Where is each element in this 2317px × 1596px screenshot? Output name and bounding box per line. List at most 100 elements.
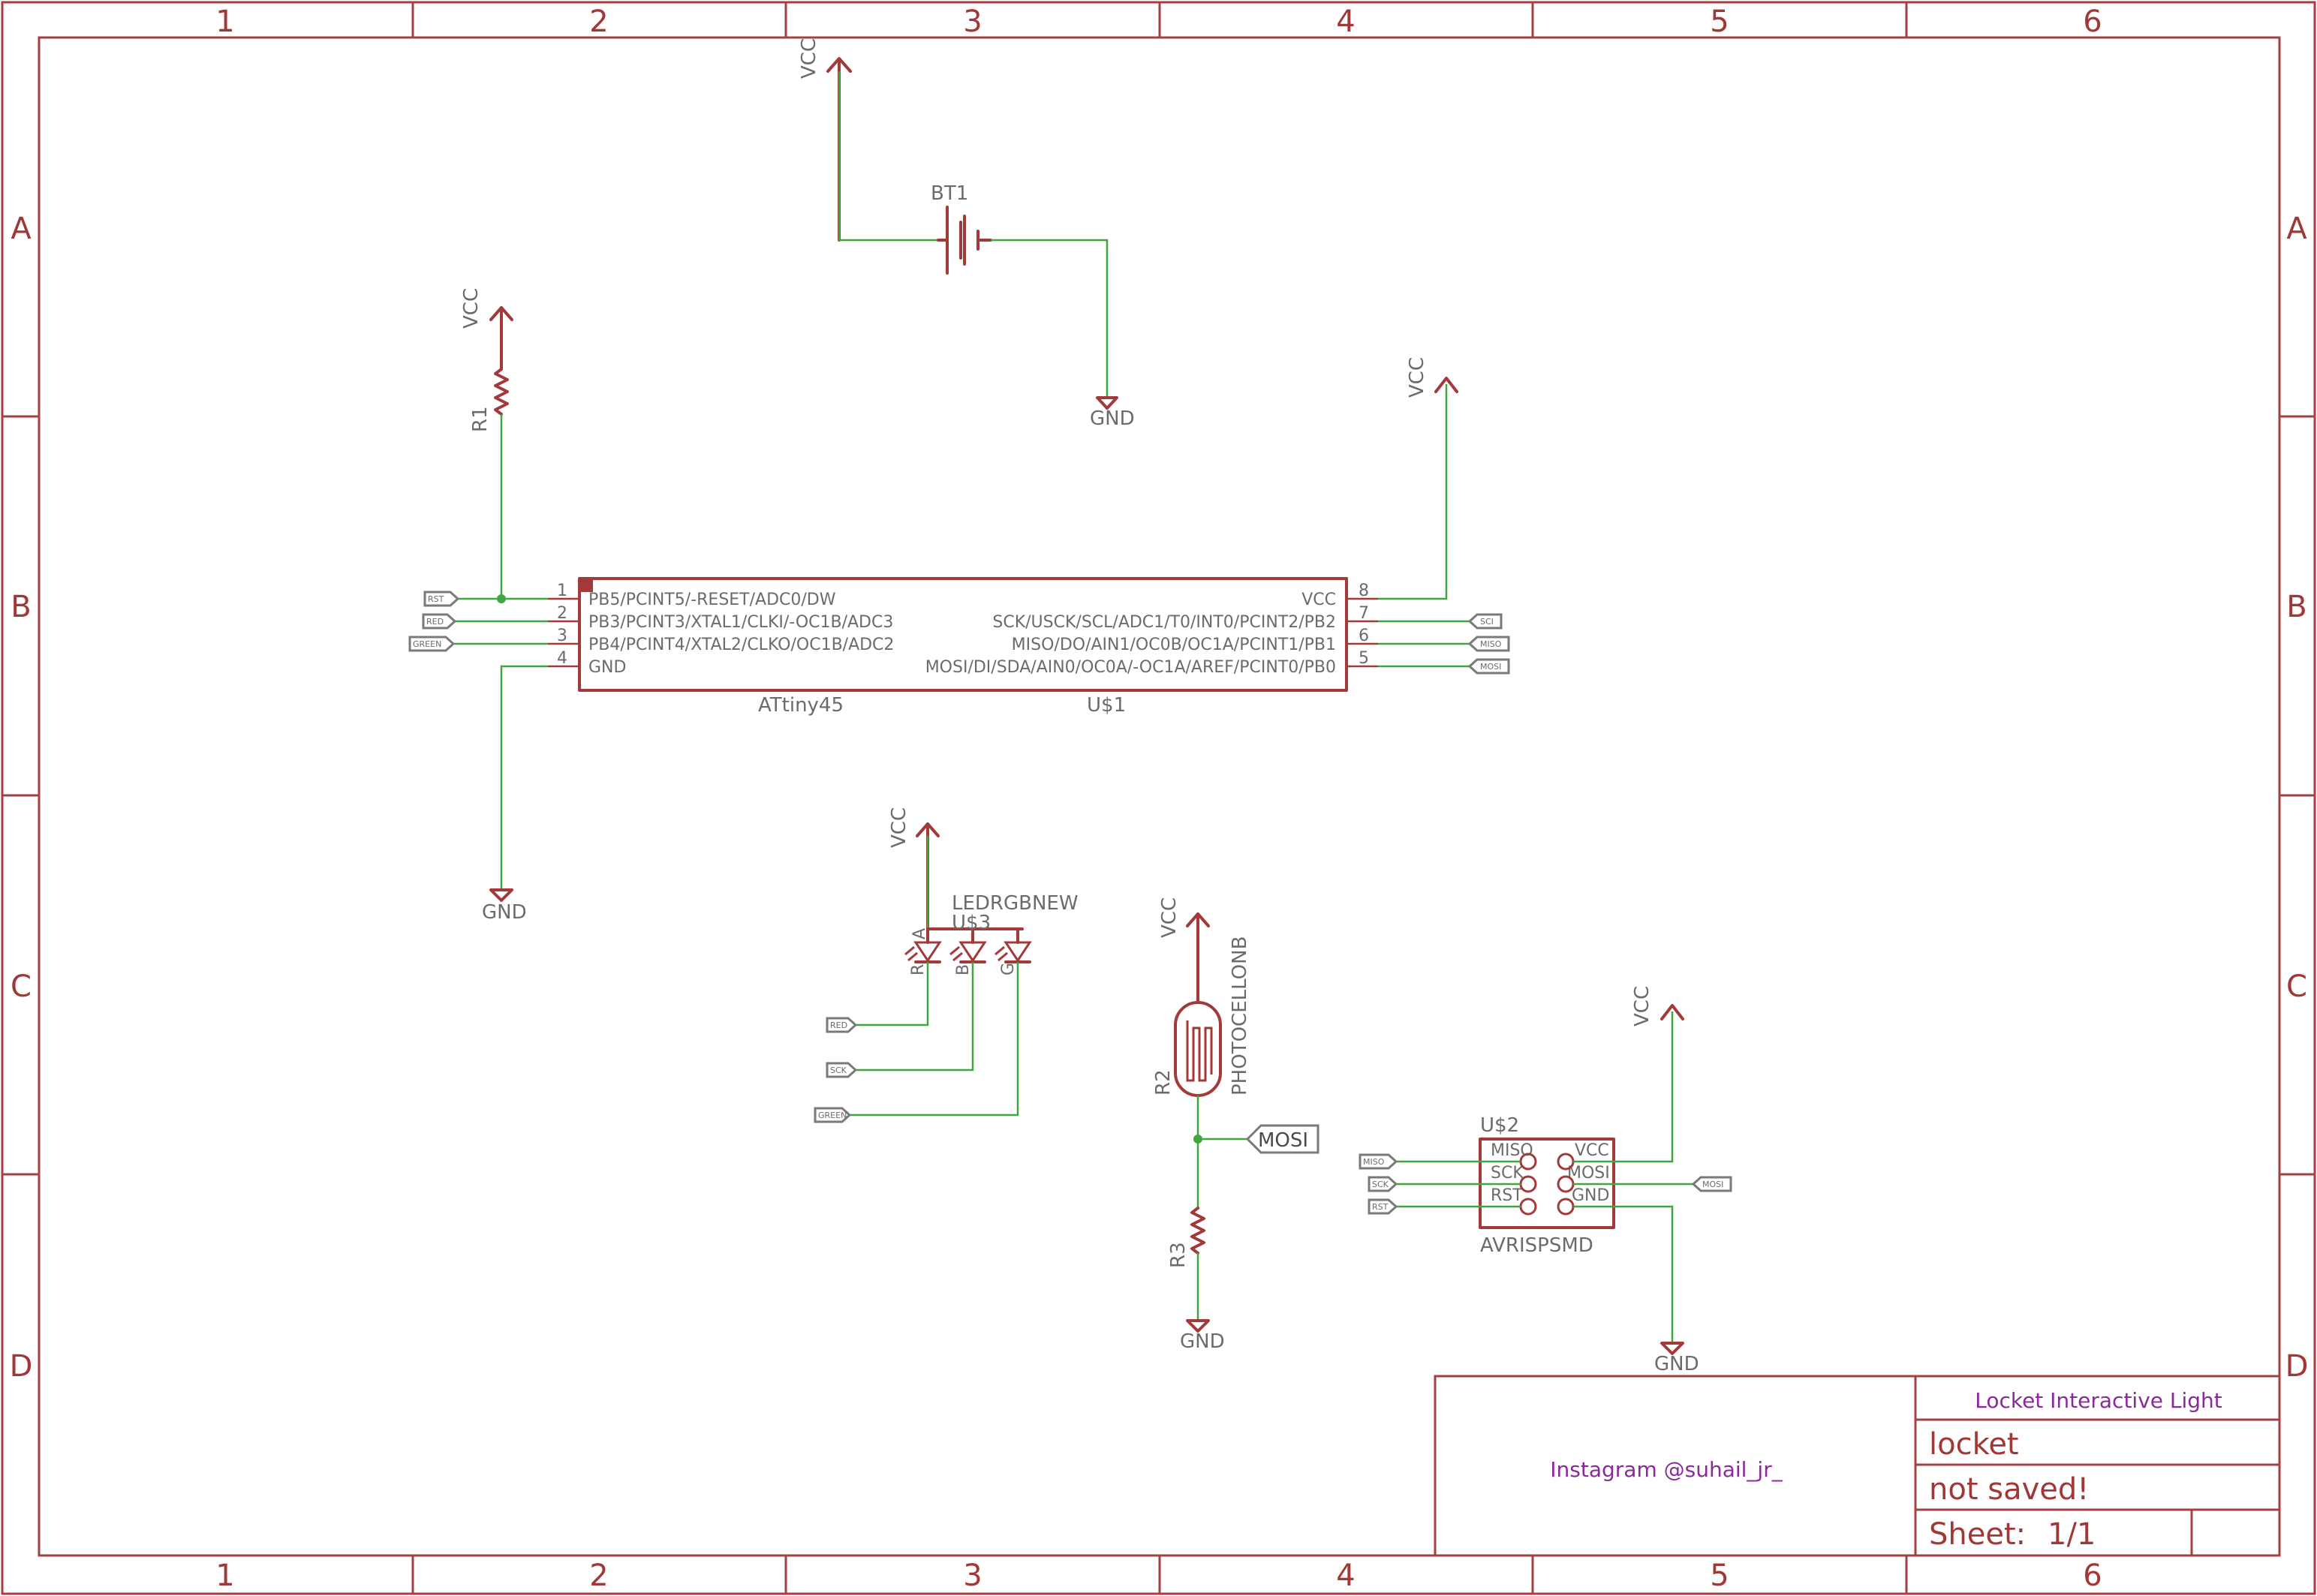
isp-pin-name: MOSI [1567, 1164, 1610, 1183]
resistor-r1[interactable]: VCC R1 [460, 288, 513, 603]
row-label-right: B [2286, 590, 2306, 624]
resistor-label: R3 [1167, 1242, 1190, 1268]
svg-text:RST: RST [1372, 1202, 1389, 1212]
gnd-label: GND [1654, 1353, 1699, 1375]
avr-isp-header-u2[interactable]: U$2 AVRISPSMD MISO SCK RST VCC MOSI GND … [1359, 986, 1732, 1375]
isp-pin-name: VCC [1575, 1141, 1609, 1160]
net-label-mosi: MOSI [1691, 1176, 1732, 1192]
column-label-bottom: 6 [2083, 1558, 2102, 1593]
net-label-green: GREEN [408, 636, 456, 652]
resistor-label: R1 [469, 406, 492, 432]
frame-column-labels: 1 2 3 4 5 6 1 2 3 4 5 6 [215, 5, 2102, 1593]
led-pin-label: G [999, 963, 1018, 975]
svg-text:RED: RED [426, 617, 444, 627]
resistor-label: R2 [1152, 1069, 1175, 1096]
photocell-value: PHOTOCELLONB [1229, 936, 1251, 1096]
photocell-r2[interactable]: VCC PHOTOCELLONB R2 MOSI [1152, 897, 1319, 1208]
net-label-red: RED [826, 1017, 858, 1033]
pin-number: 3 [557, 627, 567, 645]
frame-row-labels: A B C D A B C D [10, 212, 2309, 1384]
svg-text:GREEN: GREEN [413, 639, 441, 649]
column-label-top: 1 [215, 5, 234, 39]
led-pin-label: R [909, 964, 928, 975]
net-label-rst: RST [423, 591, 460, 607]
mcu-right-nets: VCC SCI MISO MOSI [1378, 357, 1510, 675]
net-label-sci: SCI [1467, 613, 1503, 630]
pin-name: PB3/PCINT3/XTAL1/CLKI/-OC1B/ADC3 [588, 613, 893, 632]
column-label-bottom: 2 [589, 1558, 608, 1593]
column-label-bottom: 4 [1336, 1558, 1355, 1593]
pin-number: 6 [1359, 627, 1369, 645]
net-label-mosi: MOSI [1467, 658, 1510, 675]
svg-text:SCI: SCI [1480, 617, 1494, 627]
svg-text:MISO: MISO [1363, 1157, 1385, 1167]
column-label-bottom: 5 [1710, 1558, 1729, 1593]
pin-name: VCC [1301, 591, 1336, 609]
pin-number: 7 [1359, 604, 1369, 623]
credit-text: Instagram @suhail_jr_ [1550, 1457, 1783, 1482]
pin-number: 8 [1359, 582, 1369, 600]
svg-text:RED: RED [830, 1020, 847, 1030]
row-label-right: D [2285, 1349, 2309, 1384]
row-label-left: A [11, 212, 32, 246]
pin-number: 5 [1359, 649, 1369, 668]
project-title: Locket Interactive Light [1975, 1388, 2222, 1413]
column-label-top: 2 [589, 5, 608, 39]
svg-text:SCK: SCK [830, 1066, 847, 1075]
svg-text:MOSI: MOSI [1258, 1129, 1308, 1152]
row-label-left: C [11, 969, 32, 1004]
svg-text:RST: RST [428, 594, 444, 604]
net-label-rst: RST [1368, 1198, 1398, 1215]
isp-value: AVRISPSMD [1480, 1234, 1593, 1257]
vcc-label: VCC [798, 38, 820, 79]
column-label-top: 5 [1710, 5, 1729, 39]
pin-name: PB5/PCINT5/-RESET/ADC0/DW [588, 591, 836, 609]
gnd-label: GND [482, 901, 527, 924]
led-pin-label: A [910, 928, 929, 939]
pin-name: SCK/USCK/SCL/ADC1/T0/INT0/PCINT2/PB2 [992, 613, 1336, 632]
svg-text:SCK: SCK [1372, 1180, 1389, 1189]
pin-number: 1 [557, 582, 567, 600]
svg-text:MOSI: MOSI [1480, 662, 1501, 672]
led-value: LEDRGBNEW [952, 892, 1079, 915]
isp-pin-name: SCK [1491, 1164, 1524, 1183]
isp-pin-name: MISO [1491, 1141, 1533, 1160]
svg-text:GREEN: GREEN [818, 1111, 847, 1120]
net-label-sck: SCK [1368, 1176, 1398, 1192]
column-label-top: 6 [2083, 5, 2102, 39]
drawing-name: locket [1929, 1427, 2019, 1462]
mcu-attiny45[interactable]: 1 2 3 4 PB5/PCINT5/-RESET/ADC0/DW PB3/PC… [548, 577, 1378, 717]
column-label-bottom: 3 [963, 1558, 982, 1593]
led-name: U$3 [952, 912, 991, 934]
pin-name: MOSI/DI/SDA/AIN0/OC0A/-OC1A/AREF/PCINT0/… [925, 658, 1336, 677]
net-label-mosi-large: MOSI [1245, 1124, 1319, 1154]
column-label-bottom: 1 [215, 1558, 234, 1593]
pin-number: 4 [557, 649, 567, 668]
pin-name: MISO/DO/AIN1/OC0B/OC1A/PCINT1/PB1 [1012, 636, 1336, 654]
vcc-label: VCC [460, 288, 483, 329]
net-label-sck: SCK [826, 1062, 858, 1078]
resistor-r3[interactable]: R3 GND [1167, 1207, 1225, 1353]
title-block: Locket Interactive Light Instagram @suha… [1434, 1375, 2281, 1557]
mcu-name: U$1 [1087, 694, 1126, 717]
net-label-miso: MISO [1359, 1153, 1398, 1170]
pin-name: PB4/PCINT4/XTAL2/CLKO/OC1B/ADC2 [588, 636, 894, 654]
isp-name: U$2 [1480, 1114, 1519, 1137]
led-pin-label: B [954, 964, 973, 975]
row-label-right: C [2286, 969, 2307, 1004]
vcc-label: VCC [1158, 897, 1181, 938]
vcc-label: VCC [1631, 986, 1653, 1026]
net-label-green: GREEN [814, 1107, 852, 1123]
column-label-top: 3 [963, 5, 982, 39]
row-label-right: A [2286, 212, 2307, 246]
battery-bt1[interactable]: VCC BT1 GND [798, 38, 1135, 430]
row-label-left: B [11, 590, 31, 624]
net-label-miso: MISO [1467, 636, 1510, 652]
pin-name: GND [588, 658, 626, 677]
battery-name: BT1 [931, 182, 968, 205]
rgb-led-u3[interactable]: VCC LEDRGBNEW U$3 R A B G RED [814, 807, 1079, 1123]
vcc-label: VCC [1406, 357, 1428, 398]
gnd-label: GND [1090, 407, 1135, 430]
